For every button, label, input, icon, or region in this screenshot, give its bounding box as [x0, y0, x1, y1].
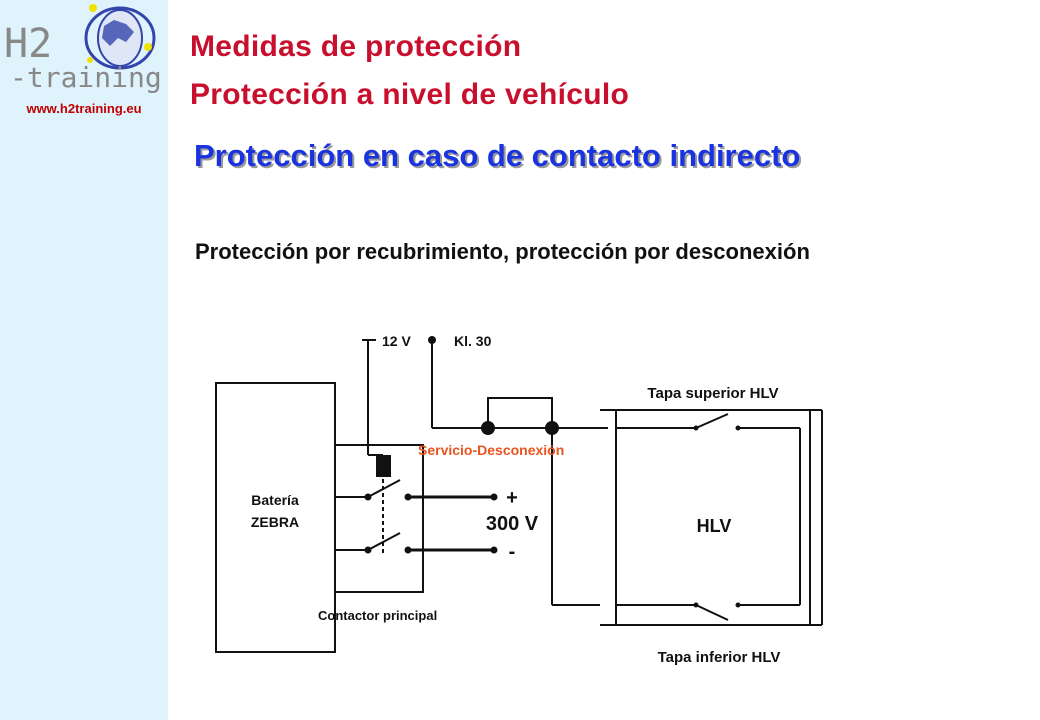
page-title-line-2: Protección a nivel de vehículo [190, 78, 630, 111]
contactor-coil [376, 455, 391, 477]
kl30-terminal [428, 336, 436, 344]
label-main-contactor: Contactor principal [318, 608, 437, 623]
label-battery-type: ZEBRA [251, 514, 299, 530]
label-kl30: Kl. 30 [454, 333, 492, 349]
service-disconnect-bridge [487, 397, 553, 428]
label-plus: + [506, 487, 518, 509]
svg-text:H2: H2 [4, 21, 52, 67]
section-heading: Protección en caso de contacto indirecto [194, 138, 801, 173]
sidebar: H2 -training www.h2training.eu [0, 0, 168, 720]
h2-training-logo: H2 -training [4, 4, 162, 94]
subtitle-text: Protección por recubrimiento, protección… [195, 239, 810, 264]
label-bottom-cover: Tapa inferior HLV [658, 649, 781, 666]
contactor-box [335, 444, 424, 593]
website-url[interactable]: www.h2training.eu [26, 101, 142, 116]
svg-text:-training: -training [10, 61, 162, 94]
label-battery: Batería [251, 492, 299, 508]
label-300v: 300 V [486, 513, 539, 535]
label-service-disconnect: Servicio-Desconexión [418, 442, 564, 458]
label-minus: - [509, 541, 516, 563]
label-hlv: HLV [697, 516, 732, 536]
label-top-cover: Tapa superior HLV [647, 385, 778, 402]
page-title-line-1: Medidas de protección [190, 30, 522, 63]
battery-box [215, 382, 336, 653]
label-12v: 12 V [382, 333, 411, 349]
